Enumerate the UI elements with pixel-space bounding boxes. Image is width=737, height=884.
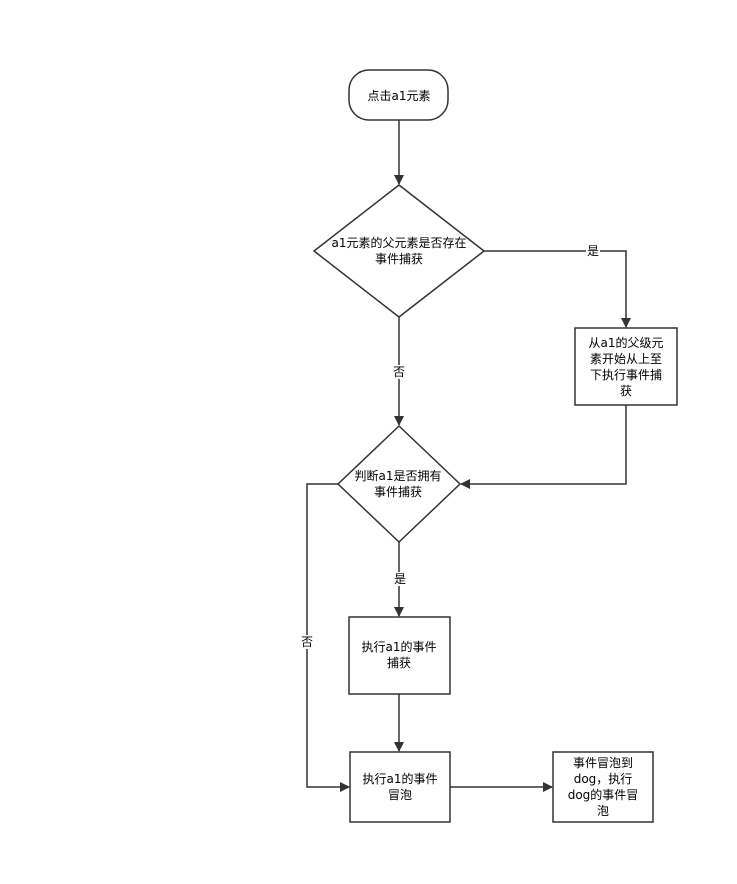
edge-label-yes-a1: 是 [392,572,408,586]
edge-label-no-a1: 否 [299,635,315,649]
a1-bubble-action-shape [349,751,451,823]
decision-a1-capture-label: 判断a1是否拥有 事件捕获 [354,469,442,499]
edge-decision-yes-to-parent-capture [484,250,631,328]
start-node-label: 点击a1元素 [367,89,431,103]
a1-capture-action-shape [348,616,451,695]
a1-capture-action-label: 执行a1的事件 捕获 [361,640,437,670]
parent-capture-action-label: 从a1的父级元 素开始从上至 下执行事件捕 获 [588,336,664,398]
parent-capture-action-shape [574,327,678,406]
a1-bubble-action-label: 执行a1的事件 冒泡 [362,772,438,802]
edge-label-yes-parent: 是 [585,244,601,258]
edge-label-no-parent: 否 [391,365,407,379]
decision-parent-capture-label: a1元素的父元素是否存在 事件捕获 [331,236,467,266]
dog-bubble-action-label: 事件冒泡到 dog，执行 dog的事件冒 泡 [567,756,639,818]
edge-parent-capture-to-a1-decision [460,405,627,489]
dog-bubble-action-shape [552,751,654,823]
